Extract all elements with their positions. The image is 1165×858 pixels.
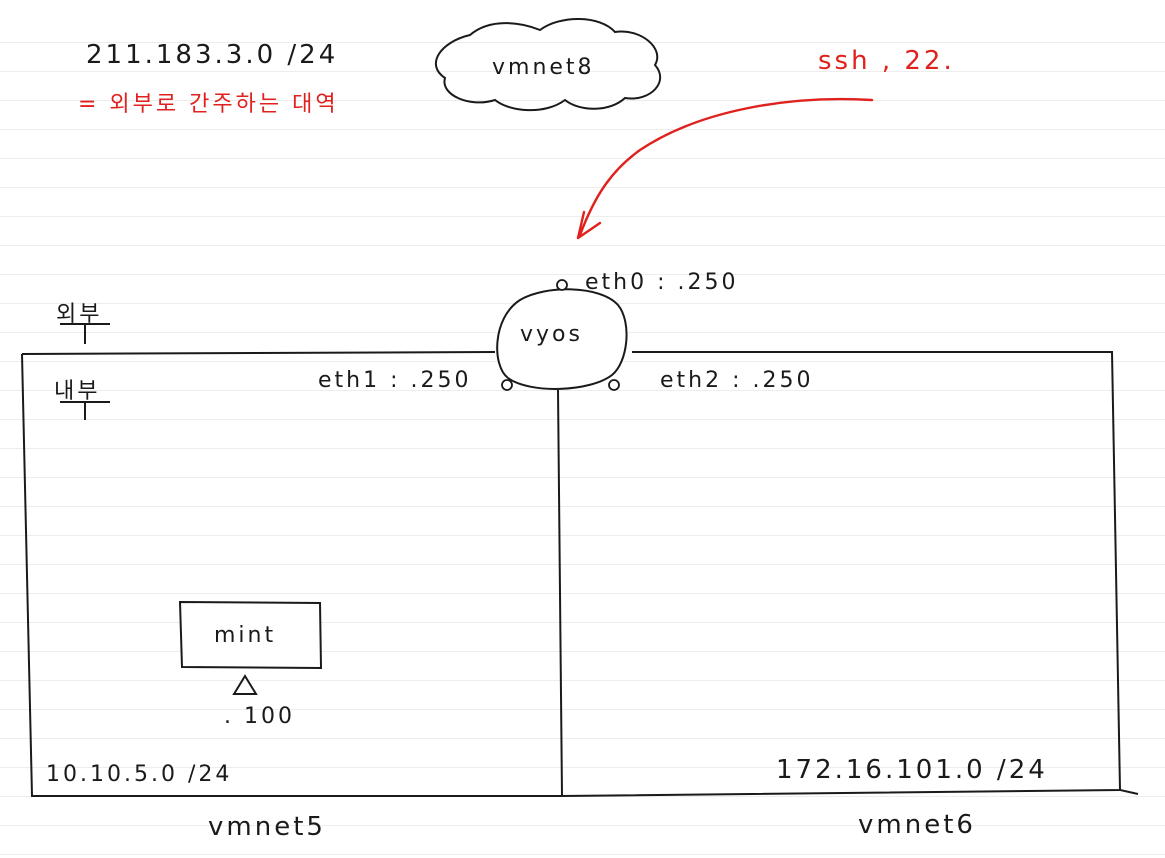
eth2-label: eth2 : .250 xyxy=(660,368,814,393)
external-note-label: = 외부로 간주하는 대역 xyxy=(78,92,339,117)
left-subnet-label: 10.10.5.0 /24 xyxy=(46,762,233,787)
ssh-note-label: ssh , 22. xyxy=(818,46,955,76)
vyos-label: vyos xyxy=(520,322,583,347)
left-network-box xyxy=(21,351,563,797)
vmnet6-label: vmnet6 xyxy=(858,810,976,840)
outside-marker xyxy=(60,323,110,344)
outside-zone-label: 외부 xyxy=(56,302,103,327)
mint-interface-triangle xyxy=(232,674,258,695)
eth0-label: eth0 : .250 xyxy=(585,270,739,295)
vyos-router xyxy=(496,288,628,390)
eth1-port xyxy=(501,379,513,391)
mint-ip-label: . 100 xyxy=(224,704,295,729)
ssh-arrow xyxy=(578,97,874,237)
right-network-box xyxy=(561,351,1139,797)
eth1-label: eth1 : .250 xyxy=(318,368,472,393)
eth0-port xyxy=(556,279,568,291)
vmnet8-label: vmnet8 xyxy=(492,55,595,80)
right-subnet-label: 172.16.101.0 /24 xyxy=(776,755,1048,785)
ssh-arrow-head xyxy=(576,210,602,240)
inside-marker xyxy=(60,401,110,420)
eth2-port xyxy=(608,379,620,391)
mint-label: mint xyxy=(214,623,277,648)
vmnet5-label: vmnet5 xyxy=(208,812,326,842)
inside-zone-label: 내부 xyxy=(54,379,101,404)
external-subnet-label: 211.183.3.0 /24 xyxy=(86,40,339,70)
mint-host-box xyxy=(178,600,323,670)
vmnet8-cloud xyxy=(434,18,662,112)
